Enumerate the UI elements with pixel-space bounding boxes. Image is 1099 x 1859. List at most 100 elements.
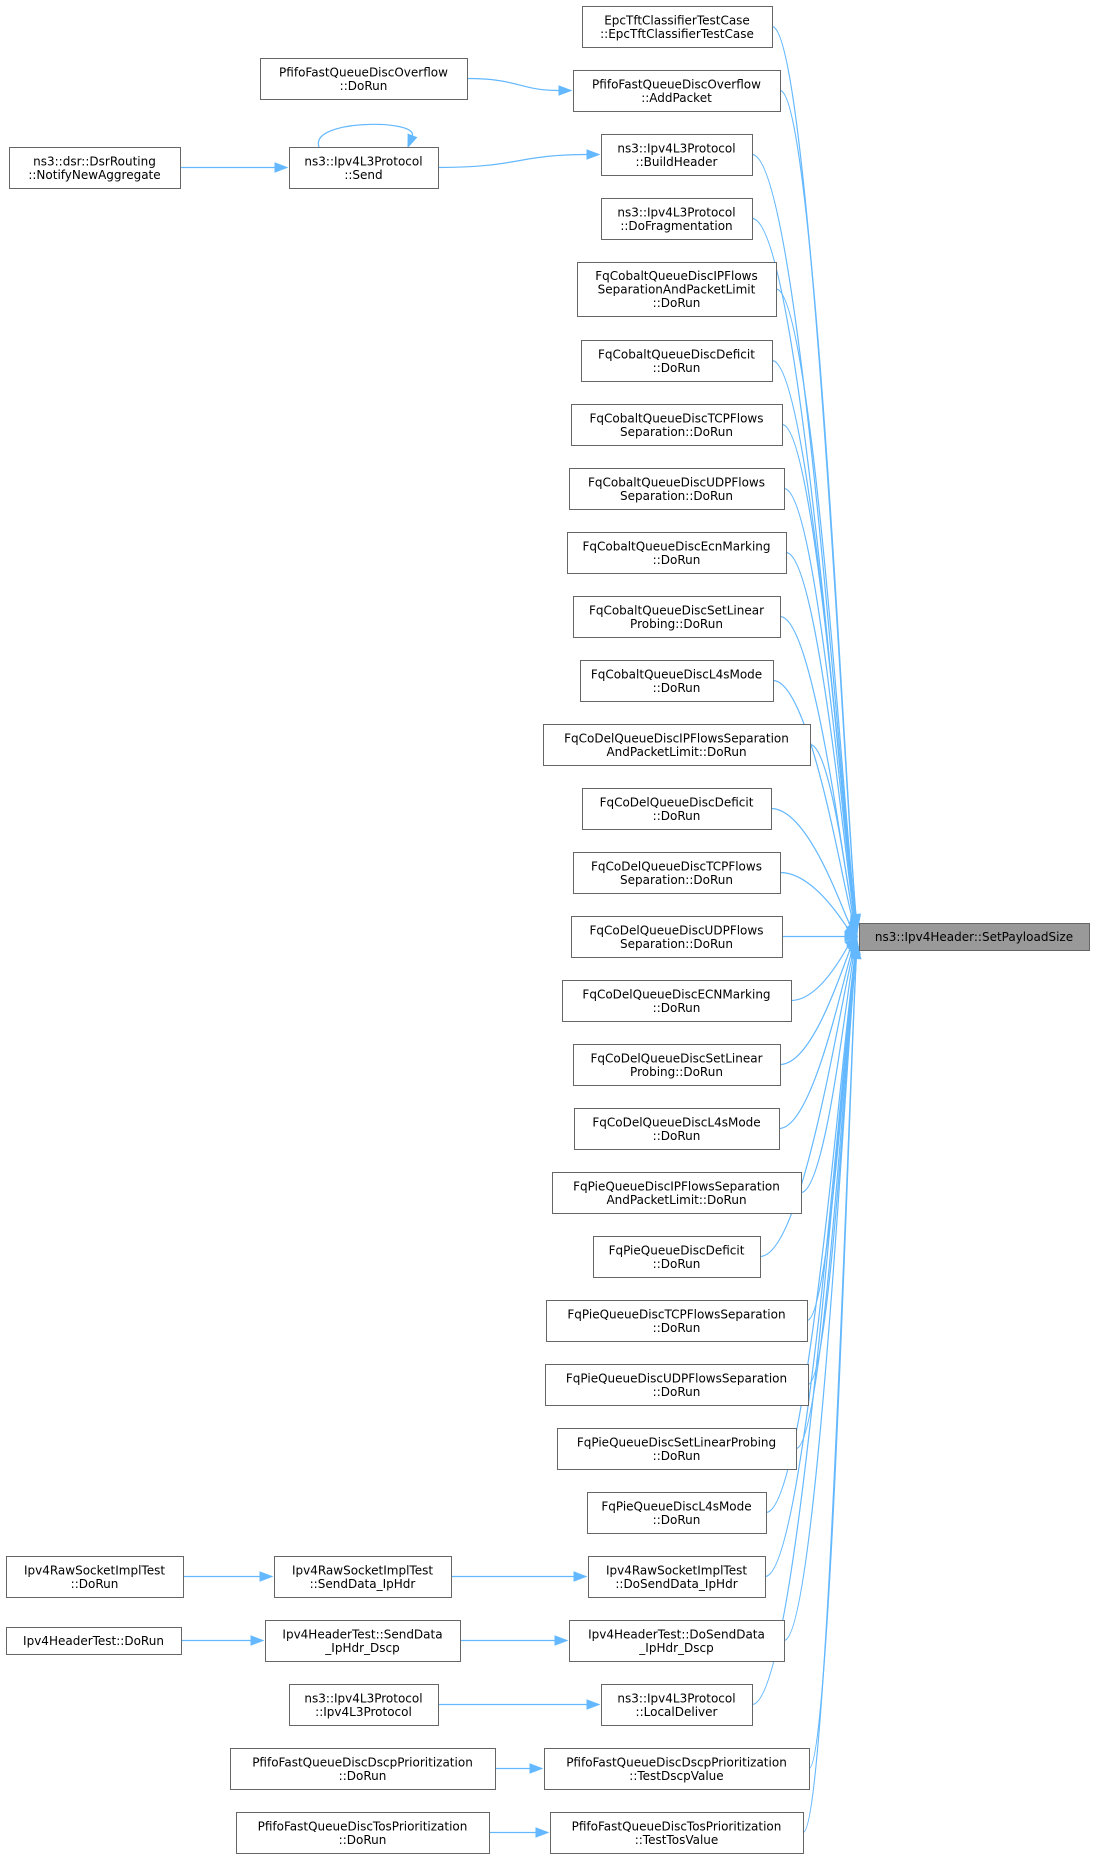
node-n-pffo-dr[interactable]: PfifoFastQueueDiscOverflow::DoRun <box>260 58 468 100</box>
node-n-fp4-box <box>545 1364 809 1406</box>
node-n-dsr[interactable]: ns3::dsr::DsrRouting::NotifyNewAggregate <box>9 147 181 189</box>
edge-n_fd3-arrow <box>844 923 859 937</box>
node-n-ipv4-ctor-label: ::Ipv4L3Protocol <box>315 1705 412 1719</box>
node-n-pffo-ap-box <box>573 70 781 112</box>
node-n-fp6[interactable]: FqPieQueueDiscL4sMode::DoRun <box>587 1492 767 1534</box>
edge-n_dsr-n_ipv4_send-arrow <box>274 162 289 173</box>
edge-n_tos_dr-n_tos_tv-arrow <box>535 1827 550 1838</box>
node-n-fp3-box <box>546 1300 808 1342</box>
node-n-dscp-tv[interactable]: PfifoFastQueueDiscDscpPrioritization::Te… <box>544 1748 810 1790</box>
node-n-fc3[interactable]: FqCobaltQueueDiscTCPFlowsSeparation::DoR… <box>571 404 783 446</box>
node-n-fd2-label: FqCoDelQueueDiscDeficit <box>600 795 754 809</box>
node-n-hdr-sd-label: _IpHdr_Dscp <box>324 1641 399 1655</box>
node-n-fc2-label: ::DoRun <box>653 361 701 375</box>
node-n-fc7-label: FqCobaltQueueDiscL4sMode <box>591 667 762 681</box>
node-n-fp3-label: FqPieQueueDiscTCPFlowsSeparation <box>567 1307 785 1321</box>
node-n-fc2-box <box>581 340 773 382</box>
node-n-fd7-box <box>574 1108 780 1150</box>
node-n-tos-dr-label: ::DoRun <box>339 1833 387 1847</box>
edge-n_tos_tv-arrow <box>851 945 862 960</box>
node-n-fc2[interactable]: FqCobaltQueueDiscDeficit::DoRun <box>581 340 773 382</box>
target-node[interactable]: ns3::Ipv4Header::SetPayloadSize <box>859 923 1090 951</box>
node-n-fp1[interactable]: FqPieQueueDiscIPFlowsSeparationAndPacket… <box>552 1172 802 1214</box>
node-n-ipv4-ld[interactable]: ns3::Ipv4L3Protocol::LocalDeliver <box>601 1684 753 1726</box>
edge-n_fp2 <box>759 951 855 1258</box>
node-n-tos-tv-label: PfifoFastQueueDiscTosPrioritization <box>572 1819 782 1833</box>
node-n-raw-sd[interactable]: Ipv4RawSocketImplTest::SendData_IpHdr <box>274 1556 452 1598</box>
node-n-ipv4-ctor-box <box>289 1684 439 1726</box>
node-n-fd4-label: Separation::DoRun <box>620 937 733 951</box>
edge-n_ipv4_ld <box>751 957 856 1706</box>
node-n-hdr-dsd-label: Ipv4HeaderTest::DoSendData <box>588 1627 765 1641</box>
node-n-fp3[interactable]: FqPieQueueDiscTCPFlowsSeparation::DoRun <box>546 1300 808 1342</box>
node-n-hdr-sd-box <box>265 1620 461 1662</box>
node-n-ipv4-frag[interactable]: ns3::Ipv4L3Protocol::DoFragmentation <box>601 198 753 240</box>
edge-n_raw_sd-n_raw_dsd-arrow <box>573 1571 588 1582</box>
node-n-fd3[interactable]: FqCoDelQueueDiscTCPFlowsSeparation::DoRu… <box>573 852 781 894</box>
node-n-tos-dr[interactable]: PfifoFastQueueDiscTosPrioritization::DoR… <box>236 1812 490 1854</box>
node-n-tos-dr-label: PfifoFastQueueDiscTosPrioritization <box>258 1819 468 1833</box>
node-n-tos-dr-box <box>236 1812 490 1854</box>
node-n-epc-box <box>582 6 773 48</box>
node-n-pffo-ap[interactable]: PfifoFastQueueDiscOverflow::AddPacket <box>573 70 781 112</box>
node-n-ipv4-ctor-label: ns3::Ipv4L3Protocol <box>304 1691 422 1705</box>
node-n-fp4[interactable]: FqPieQueueDiscUDPFlowsSeparation::DoRun <box>545 1364 809 1406</box>
node-n-epc-label: EpcTftClassifierTestCase <box>604 13 750 27</box>
node-n-hdr-dsd-label: _IpHdr_Dscp <box>638 1641 713 1655</box>
node-n-fp3-label: ::DoRun <box>653 1321 701 1335</box>
node-n-fc1[interactable]: FqCobaltQueueDiscIPFlowsSeparationAndPac… <box>577 262 777 317</box>
node-n-dscp-tv-box <box>544 1748 810 1790</box>
node-n-fd6-box <box>573 1044 781 1086</box>
node-n-ipv4-bh-box <box>601 134 753 176</box>
node-n-ipv4-send-label: ::Send <box>344 168 382 182</box>
edge-n_ipv4_send-n_ipv4_bh-arrow <box>586 149 601 160</box>
node-n-pffo-dr-label: PfifoFastQueueDiscOverflow <box>279 65 448 79</box>
node-n-ipv4-frag-label: ::DoFragmentation <box>620 219 732 233</box>
node-n-dscp-dr-label: PfifoFastQueueDiscDscpPrioritization <box>252 1755 473 1769</box>
node-n-tos-tv[interactable]: PfifoFastQueueDiscTosPrioritization::Tes… <box>550 1812 804 1854</box>
node-n-raw-dr[interactable]: Ipv4RawSocketImplTest::DoRun <box>6 1556 184 1598</box>
node-n-hdr-dr[interactable]: Ipv4HeaderTest::DoRun <box>6 1627 182 1655</box>
node-n-fd5-label: FqCoDelQueueDiscECNMarking <box>582 987 770 1001</box>
node-n-fd2-label: ::DoRun <box>653 809 701 823</box>
node-n-fc5-box <box>567 532 787 574</box>
node-n-fp5-box <box>557 1428 797 1470</box>
node-n-hdr-sd[interactable]: Ipv4HeaderTest::SendData_IpHdr_Dscp <box>265 1620 461 1662</box>
node-n-ipv4-ctor[interactable]: ns3::Ipv4L3Protocol::Ipv4L3Protocol <box>289 1684 439 1726</box>
node-n-fd5[interactable]: FqCoDelQueueDiscECNMarking::DoRun <box>562 980 792 1022</box>
node-n-fp2[interactable]: FqPieQueueDiscDeficit::DoRun <box>593 1236 761 1278</box>
node-n-fc4-label: FqCobaltQueueDiscUDPFlows <box>588 475 765 489</box>
node-n-raw-dr-box <box>6 1556 184 1598</box>
edge-n_fc4 <box>783 487 856 920</box>
node-n-fc4[interactable]: FqCobaltQueueDiscUDPFlowsSeparation::DoR… <box>569 468 785 510</box>
edge-n_pffo_dr-n_pffo_ap <box>466 77 560 92</box>
node-n-dscp-dr[interactable]: PfifoFastQueueDiscDscpPrioritization::Do… <box>230 1748 496 1790</box>
node-n-ipv4-ld-label: ns3::Ipv4L3Protocol <box>617 1691 735 1705</box>
node-n-hdr-dsd[interactable]: Ipv4HeaderTest::DoSendData_IpHdr_Dscp <box>569 1620 785 1662</box>
node-n-fd7[interactable]: FqCoDelQueueDiscL4sMode::DoRun <box>574 1108 780 1150</box>
node-n-tos-tv-label: ::TestTosValue <box>635 1833 719 1847</box>
node-n-fd4[interactable]: FqCoDelQueueDiscUDPFlowsSeparation::DoRu… <box>571 916 783 958</box>
node-n-ipv4-bh[interactable]: ns3::Ipv4L3Protocol::BuildHeader <box>601 134 753 176</box>
edge-n_pffo_dr-n_pffo_ap-arrow <box>558 85 573 96</box>
node-n-raw-dsd[interactable]: Ipv4RawSocketImplTest::DoSendData_IpHdr <box>588 1556 766 1598</box>
node-n-ipv4-send[interactable]: ns3::Ipv4L3Protocol::Send <box>289 147 439 189</box>
node-n-fc7[interactable]: FqCobaltQueueDiscL4sMode::DoRun <box>580 660 774 702</box>
edge-n_fc1 <box>775 288 857 917</box>
node-n-fp5[interactable]: FqPieQueueDiscSetLinearProbing::DoRun <box>557 1428 797 1470</box>
node-n-fd1-label: FqCoDelQueueDiscIPFlowsSeparation <box>564 731 789 745</box>
node-n-raw-dr-label: Ipv4RawSocketImplTest <box>24 1563 165 1577</box>
node-n-fc5[interactable]: FqCobaltQueueDiscEcnMarking::DoRun <box>567 532 787 574</box>
edge-n_ipv4_bh <box>751 153 856 916</box>
node-n-epc[interactable]: EpcTftClassifierTestCase::EpcTftClassifi… <box>582 6 773 48</box>
node-n-fd6-label: FqCoDelQueueDiscSetLinear <box>590 1051 762 1065</box>
node-n-fd1[interactable]: FqCoDelQueueDiscIPFlowsSeparationAndPack… <box>543 724 811 766</box>
node-n-raw-dsd-label: ::DoSendData_IpHdr <box>615 1577 737 1591</box>
node-n-fd3-label: FqCoDelQueueDiscTCPFlows <box>591 859 762 873</box>
node-n-fd2[interactable]: FqCoDelQueueDiscDeficit::DoRun <box>582 788 772 830</box>
node-n-fp1-label: FqPieQueueDiscIPFlowsSeparation <box>573 1179 780 1193</box>
node-n-raw-dsd-label: Ipv4RawSocketImplTest <box>606 1563 747 1577</box>
edge-n_fd5 <box>790 945 849 1002</box>
